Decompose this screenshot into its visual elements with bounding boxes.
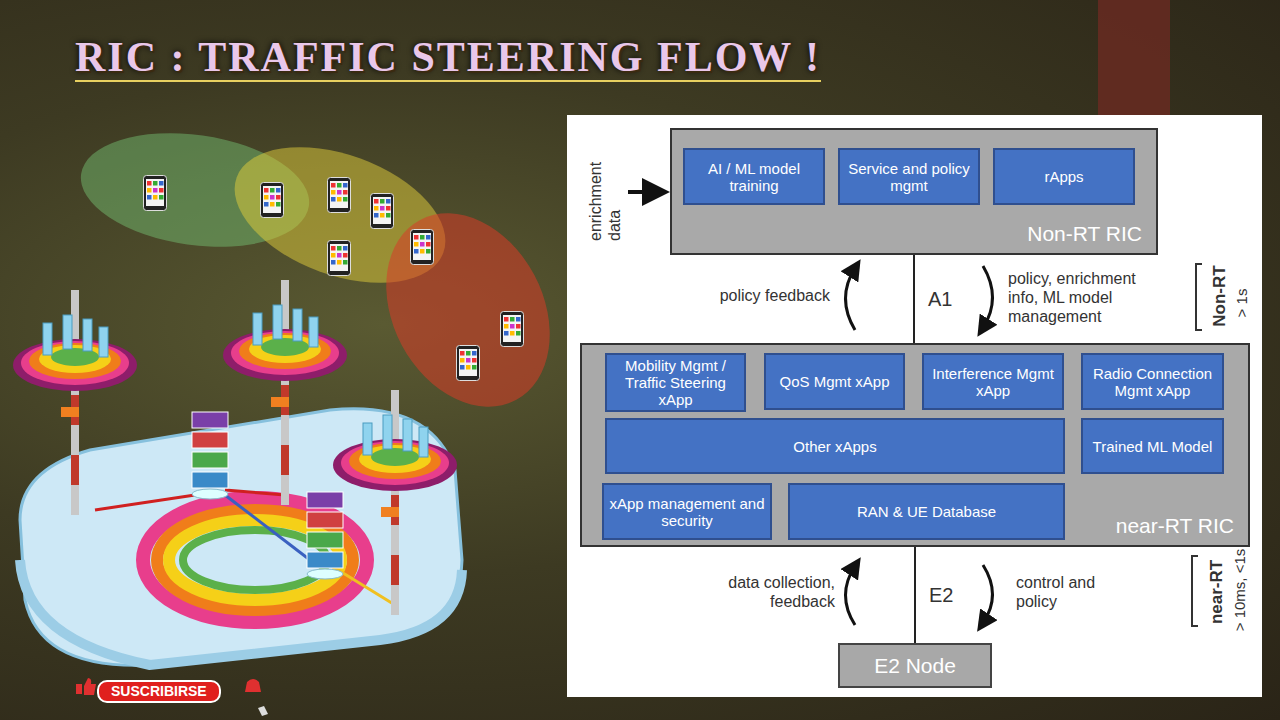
ric-container: near-RT RIC Mobility Mgmt / Traffic Steer… (580, 343, 1250, 547)
timing-label: Non-RT (1210, 265, 1229, 326)
node-text: Other xApps (793, 438, 876, 455)
subscribe-button: SUSCRIBIRSE (97, 680, 221, 703)
xapp-box: RAN & UE Database (788, 483, 1065, 540)
node-text: Non-RT RIC (1027, 222, 1142, 246)
node-text: QoS Mgmt xApp (779, 373, 889, 390)
node-text: Interference Mgmt xApp (929, 365, 1057, 399)
node-text: AI / ML model training (690, 160, 818, 194)
xapp-box: xApp management and security (602, 483, 772, 540)
red-stripe (1098, 0, 1170, 115)
xapp-box: Mobility Mgmt / Traffic Steering xApp (605, 353, 746, 412)
timing-label: > 10ms, <1s (1230, 549, 1249, 632)
xapp-box: Other xApps (605, 418, 1065, 474)
node-text: xApp management and security (609, 495, 765, 529)
xapp-box: Trained ML Model (1081, 418, 1224, 474)
interface-line (913, 255, 915, 343)
node-text: Trained ML Model (1093, 438, 1213, 455)
timing-label: > 1s (1232, 289, 1251, 318)
flow-label: control and policy (1016, 573, 1116, 611)
flow-label: policy feedback (690, 286, 830, 305)
timing-label: enrichment data (586, 149, 624, 241)
xapp-box: rApps (993, 148, 1135, 205)
interface-line (914, 547, 916, 643)
timing-label: near-RT (1207, 560, 1226, 624)
node-text: near-RT RIC (1116, 514, 1234, 538)
flow-label: policy, enrichment info, ML model manage… (1008, 269, 1168, 326)
node-text: Mobility Mgmt / Traffic Steering xApp (612, 357, 739, 408)
node-text: Radio Connection Mgmt xApp (1088, 365, 1217, 399)
title: RIC : TRAFFIC STEERING FLOW ! (75, 34, 821, 82)
xapp-box: Service and policy mgmt (838, 148, 980, 205)
node-text: E2 Node (874, 654, 956, 678)
xapp-box: QoS Mgmt xApp (764, 353, 905, 410)
xapp-box: AI / ML model training (683, 148, 825, 205)
e2-node-box: E2 Node (838, 643, 992, 688)
node-text: rApps (1044, 168, 1083, 185)
ric-container: Non-RT RIC AI / ML model training Service … (670, 128, 1158, 255)
interface-label: A1 (928, 290, 952, 309)
xapp-box: Radio Connection Mgmt xApp (1081, 353, 1224, 410)
node-text: RAN & UE Database (857, 503, 996, 520)
flow-label: data collection, feedback (700, 573, 835, 611)
interface-label: E2 (929, 586, 953, 605)
xapp-box: Interference Mgmt xApp (922, 353, 1064, 410)
node-text: Service and policy mgmt (845, 160, 973, 194)
